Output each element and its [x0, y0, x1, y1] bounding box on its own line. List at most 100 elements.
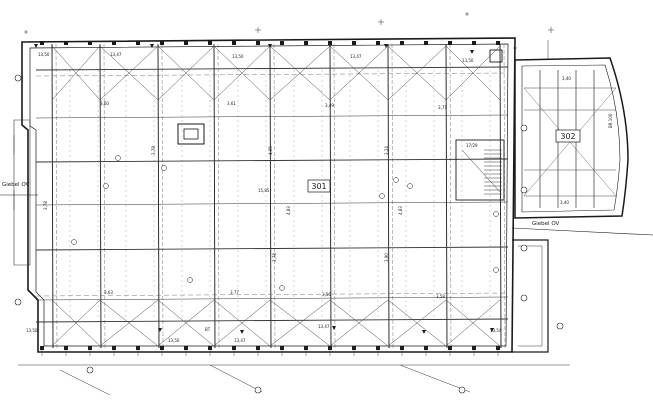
- detail-circle-10: [493, 267, 499, 273]
- rafter-dash-8: [503, 43, 506, 349]
- svg-text:13,50: 13,50: [462, 58, 474, 63]
- mark-br: BR 100: [608, 113, 613, 128]
- svg-text:13,47: 13,47: [234, 338, 246, 343]
- svg-text:4,83: 4,83: [286, 206, 291, 215]
- rafter-dash-5: [333, 43, 336, 349]
- detail-circle-9: [493, 211, 499, 217]
- axis-bubble-8: [14, 74, 22, 82]
- room-label-301: 301: [307, 179, 331, 193]
- axis-bubble-6: [520, 294, 528, 302]
- rafter-4: [269, 43, 272, 349]
- purlin-1: [35, 114, 509, 119]
- axis-bubble-3: [520, 124, 528, 132]
- dim-top-3: 3,49: [325, 103, 334, 108]
- column-markers: [34, 41, 500, 356]
- level-triangle-4: [470, 50, 474, 54]
- svg-text:4,65: 4,65: [268, 146, 273, 155]
- purlin-5: [35, 296, 509, 301]
- level-triangle-5: [158, 328, 162, 332]
- dim-top-4: 3,71: [438, 105, 447, 110]
- svg-text:13,50: 13,50: [168, 338, 180, 343]
- purlin-2: [35, 158, 509, 163]
- svg-text:302: 302: [560, 132, 575, 141]
- svg-text:13,47: 13,47: [350, 54, 362, 59]
- svg-text:13,47: 13,47: [318, 324, 330, 329]
- rafter-dash-2: [161, 43, 164, 349]
- axis-bubble-1: [254, 386, 262, 394]
- level-triangle-9: [490, 328, 494, 332]
- dim-top-1: 3,60: [100, 101, 109, 106]
- gable-label-right: Giebel OV: [532, 221, 560, 227]
- svg-text:13,50: 13,50: [26, 328, 38, 333]
- svg-text:4,83: 4,83: [398, 206, 403, 215]
- detail-circle-3: [407, 183, 413, 189]
- detail-circle-5: [103, 183, 109, 189]
- detail-circle-7: [187, 277, 193, 283]
- dim-annex-top: 3,40: [562, 76, 571, 81]
- stairwell: [455, 139, 505, 201]
- axis-bubble-4: [520, 186, 528, 194]
- svg-text:13,54: 13,54: [490, 328, 502, 333]
- rafter-3: [213, 43, 216, 349]
- detail-circle-6: [71, 239, 77, 245]
- rafter-dash-0: [55, 43, 58, 349]
- detail-circle-8: [279, 285, 285, 291]
- room-label-302: 302: [555, 129, 581, 143]
- svg-text:3,24: 3,24: [384, 146, 389, 155]
- svg-text:13,50: 13,50: [232, 54, 244, 59]
- level-triangle-2: [268, 44, 272, 48]
- annex-structure: [523, 40, 617, 208]
- svg-text:13,50: 13,50: [38, 52, 50, 57]
- dim-top-2: 3,61: [227, 101, 236, 106]
- dim-bottom-2: 3,77: [230, 290, 239, 295]
- dim-annex-bottom: 3,40: [560, 200, 569, 205]
- svg-text:3,78: 3,78: [43, 201, 48, 210]
- rafter-8: [499, 43, 502, 349]
- level-marks: 13,50 13,47 13,50 13,47 13,50 13,50 13,5…: [26, 52, 502, 343]
- rafter-dash-6: [391, 43, 394, 349]
- rafter-5: [329, 43, 332, 349]
- rafter-2: [157, 43, 160, 349]
- purlin-3: [35, 201, 509, 206]
- shaft-opening: [177, 123, 205, 145]
- dim-bottom-1: 3,63: [104, 290, 113, 295]
- dim-bottom-4: 3,58: [436, 294, 445, 299]
- svg-text:3,78: 3,78: [151, 146, 156, 155]
- level-triangle-1: [150, 44, 154, 48]
- stair-label: 17/29: [466, 143, 478, 148]
- purlin-lines: [35, 66, 509, 323]
- grid-axes: [0, 194, 653, 396]
- level-triangle-8: [422, 330, 426, 334]
- level-triangle-6: [240, 330, 244, 334]
- axis-bubble-0: [86, 366, 94, 374]
- mark-bt: BT: [205, 327, 211, 332]
- dim-bottom-3: 3,56: [322, 292, 331, 297]
- rafter-dash-3: [217, 43, 220, 349]
- purlin-4: [35, 246, 509, 251]
- detail-circle-2: [379, 193, 385, 199]
- purlin-0: [35, 66, 509, 71]
- vent-square: [489, 49, 503, 63]
- svg-text:301: 301: [311, 182, 326, 191]
- level-triangle-7: [332, 326, 336, 330]
- axis-bubble-7: [14, 298, 22, 306]
- detail-circle-0: [115, 155, 121, 161]
- rafter-lines: [51, 43, 506, 349]
- gable-label-left: Giebel OV: [2, 182, 30, 188]
- axis-bubble-2: [458, 386, 466, 394]
- axis-bubble-9: [556, 322, 564, 330]
- purlin-6: [35, 318, 509, 323]
- vertical-dimensions: 3,78 3,78 4,65 3,24 4,83 3,78 4,83 3,90: [43, 146, 403, 262]
- bracing-lines: [51, 45, 501, 347]
- rafter-0: [51, 43, 54, 349]
- detail-circle-1: [161, 165, 167, 171]
- svg-text:3,78: 3,78: [272, 253, 277, 262]
- level-triangle-3: [384, 44, 388, 48]
- detail-circle-4: [393, 177, 399, 183]
- rafter-1: [99, 43, 102, 349]
- svg-text:3,90: 3,90: [384, 253, 389, 262]
- svg-text:13,47: 13,47: [110, 52, 122, 57]
- rafter-6: [387, 43, 390, 349]
- level-triangle-0: [34, 44, 38, 48]
- dim-center: 15,85: [258, 188, 270, 193]
